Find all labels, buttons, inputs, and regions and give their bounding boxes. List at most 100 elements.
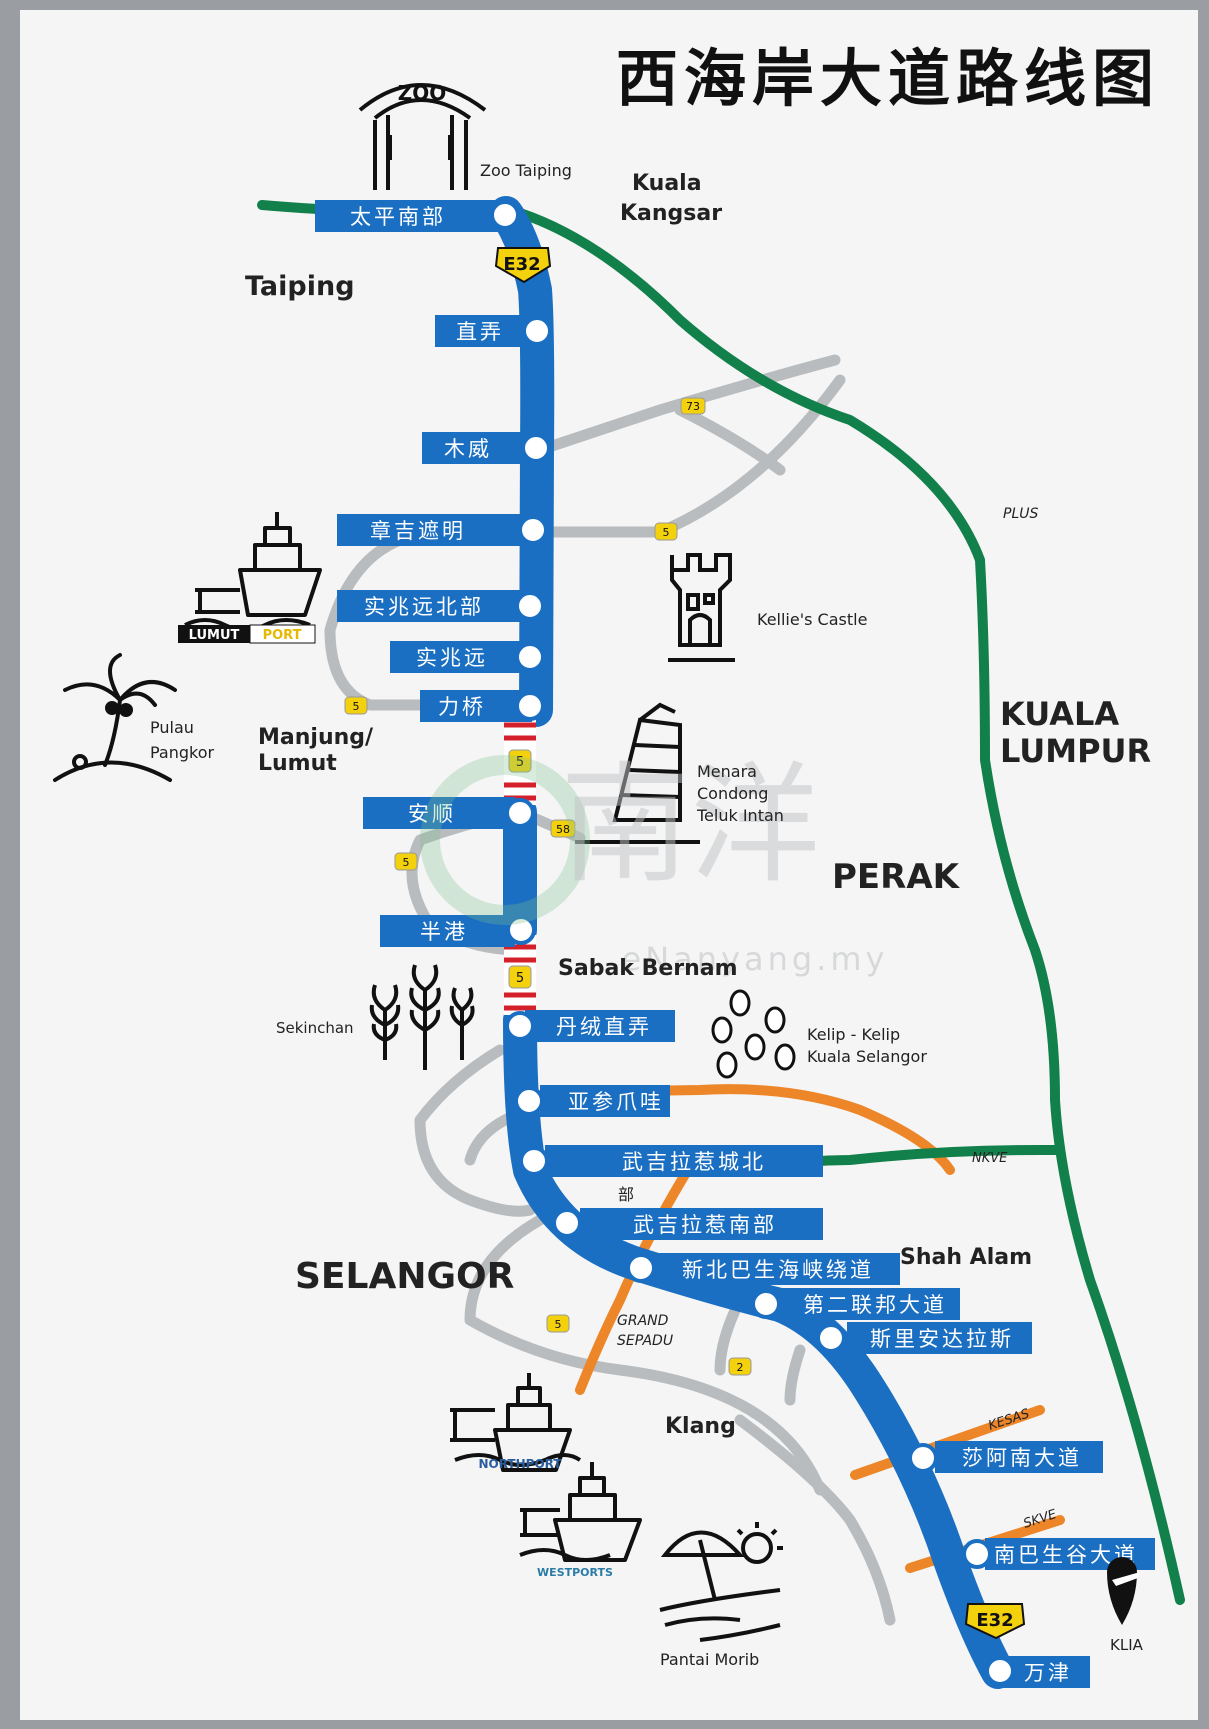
- interchange-lekir[interactable]: 力桥: [420, 690, 532, 722]
- lumut-port-logo: LUMUT PORT: [178, 624, 316, 644]
- e32-shield-north: E32: [494, 247, 552, 284]
- node-changkat-jering[interactable]: [522, 316, 552, 346]
- node-hutan-melintang[interactable]: [506, 915, 536, 945]
- label-sabak-bernam: Sabak Bernam: [558, 956, 738, 981]
- interchange-banting[interactable]: 万津: [1002, 1656, 1090, 1688]
- zoo-arch-icon: ZOO: [358, 81, 487, 190]
- shield-5d: 5: [394, 852, 418, 871]
- map-title: 西海岸大道路线图: [616, 42, 1160, 115]
- label-pulau-pangkor-2: Pangkor: [150, 743, 215, 762]
- interchange-nkvbr[interactable]: 新北巴生海峡绕道: [655, 1253, 900, 1285]
- interchange-changkat-jering[interactable]: 直弄: [435, 315, 535, 347]
- interchange-federal-highway-2[interactable]: 第二联邦大道: [775, 1288, 960, 1320]
- svg-text:新北巴生海峡绕道: 新北巴生海峡绕道: [682, 1258, 874, 1282]
- node-bukit-raja-selatan[interactable]: [552, 1208, 582, 1238]
- ship-icon-northport: [450, 1373, 582, 1472]
- westports-logo: WESTPORTS: [537, 1566, 613, 1579]
- svg-text:第二联邦大道: 第二联邦大道: [803, 1293, 947, 1317]
- interchange-taiping-selatan[interactable]: 太平南部: [315, 200, 500, 232]
- node-nkvbr[interactable]: [626, 1253, 656, 1283]
- road-sel-1: [414, 1044, 536, 1217]
- node-taiping-selatan[interactable]: [490, 200, 520, 230]
- interchange-nodes: [490, 200, 1015, 1686]
- node-beruas[interactable]: [521, 433, 551, 463]
- svg-text:73: 73: [686, 400, 700, 413]
- interchange-assam-jawa[interactable]: 亚参爪哇: [540, 1085, 670, 1117]
- node-tanjung-karang[interactable]: [505, 1011, 535, 1041]
- interchange-bukit-raja-utara[interactable]: 武吉拉惹城北: [545, 1145, 823, 1177]
- wheat-icon: [369, 964, 475, 1070]
- interchange-sitiawan-utara[interactable]: 实兆远北部: [337, 590, 532, 622]
- label-kuala-kangsar-1: Kuala: [632, 171, 702, 196]
- svg-text:亚参爪哇: 亚参爪哇: [568, 1090, 664, 1114]
- airport-icon: [1107, 1557, 1140, 1625]
- svg-text:南洋: 南洋: [560, 749, 820, 901]
- e32-north-segment: [489, 196, 555, 727]
- node-sitiawan-utara[interactable]: [515, 591, 545, 621]
- label-grand-sepadu-1: GRAND: [617, 1313, 669, 1329]
- svg-text:安顺: 安顺: [408, 802, 456, 826]
- svg-text:5: 5: [516, 971, 524, 986]
- node-teluk-intan[interactable]: [505, 798, 535, 828]
- road-klang-south: [734, 1414, 896, 1626]
- watermark: 南洋 eNanyang.my: [420, 749, 889, 978]
- node-federal-highway-2[interactable]: [751, 1289, 781, 1319]
- svg-text:E32: E32: [976, 1610, 1013, 1631]
- interchange-bukit-raja-selatan[interactable]: 武吉拉惹南部: [580, 1208, 823, 1240]
- label-plus: PLUS: [1003, 506, 1038, 522]
- shield-5a: 5: [654, 522, 678, 541]
- svg-text:直弄: 直弄: [456, 320, 504, 344]
- label-kuala-kangsar-2: Kangsar: [620, 201, 722, 226]
- interchange-beruas[interactable]: 木威: [422, 432, 534, 464]
- svg-text:丹绒直弄: 丹绒直弄: [556, 1015, 652, 1039]
- node-sitiawan[interactable]: [515, 642, 545, 672]
- svg-text:太平南部: 太平南部: [350, 205, 446, 229]
- label-manjung-1: Manjung/: [258, 725, 374, 750]
- castle-icon: [668, 553, 735, 662]
- node-skve[interactable]: [962, 1539, 992, 1569]
- interchange-sri-andalas[interactable]: 斯里安达拉斯: [847, 1322, 1032, 1354]
- interchange-changkat-jong[interactable]: 章吉遮明: [337, 514, 532, 546]
- node-changkat-jong[interactable]: [518, 515, 548, 545]
- label-manjung-2: Lumut: [258, 751, 337, 776]
- svg-text:章吉遮明: 章吉遮明: [370, 519, 466, 543]
- label-zoo-taiping: Zoo Taiping: [480, 161, 572, 180]
- label-selangor: SELANGOR: [295, 1256, 514, 1297]
- label-taiping: Taiping: [245, 271, 355, 302]
- node-bukit-raja-utara[interactable]: [519, 1146, 549, 1176]
- ship-icon-westports: [519, 1462, 642, 1562]
- shield-5f: 5: [546, 1314, 570, 1333]
- node-sri-andalas[interactable]: [816, 1323, 846, 1353]
- node-lekir[interactable]: [515, 691, 545, 721]
- label-kuala-lumpur-2: LUMPUR: [1000, 732, 1151, 770]
- svg-text:E32: E32: [503, 254, 540, 275]
- node-banting[interactable]: [985, 1656, 1015, 1686]
- interchange-hutan-melintang[interactable]: 半港: [380, 915, 515, 947]
- svg-text:eNanyang.my: eNanyang.my: [622, 940, 889, 978]
- beach-icon: [659, 1522, 783, 1642]
- svg-text:2: 2: [737, 1361, 744, 1374]
- label-menara-3: Teluk Intan: [696, 806, 784, 825]
- label-grand-sepadu-2: SEPADU: [617, 1333, 673, 1349]
- road-2b: [784, 1344, 806, 1406]
- svg-text:5: 5: [403, 856, 410, 869]
- svg-text:实兆远: 实兆远: [416, 646, 488, 670]
- road-5-klang: [464, 1214, 826, 1496]
- interchange-teluk-intan[interactable]: 安顺: [363, 797, 515, 829]
- svg-text:莎阿南大道: 莎阿南大道: [962, 1446, 1082, 1470]
- label-kelip-1: Kelip - Kelip: [807, 1025, 900, 1044]
- label-kelip-2: Kuala Selangor: [807, 1047, 927, 1066]
- node-assam-jawa[interactable]: [514, 1086, 544, 1116]
- interchange-shah-alam-expressway[interactable]: 莎阿南大道: [935, 1441, 1103, 1473]
- label-shah-alam: Shah Alam: [900, 1245, 1032, 1270]
- svg-text:武吉拉惹南部: 武吉拉惹南部: [633, 1213, 777, 1237]
- interchange-sitiawan[interactable]: 实兆远: [390, 641, 532, 673]
- svg-text:力桥: 力桥: [438, 695, 486, 719]
- node-shah-alam-expressway[interactable]: [908, 1443, 938, 1473]
- interchange-tanjung-karang[interactable]: 丹绒直弄: [525, 1010, 675, 1042]
- label-klang: Klang: [665, 1414, 736, 1439]
- svg-text:武吉拉惹城北: 武吉拉惹城北: [622, 1150, 766, 1174]
- svg-text:5: 5: [555, 1318, 562, 1331]
- svg-text:斯里安达拉斯: 斯里安达拉斯: [870, 1327, 1014, 1351]
- shield-73: 73: [680, 397, 706, 415]
